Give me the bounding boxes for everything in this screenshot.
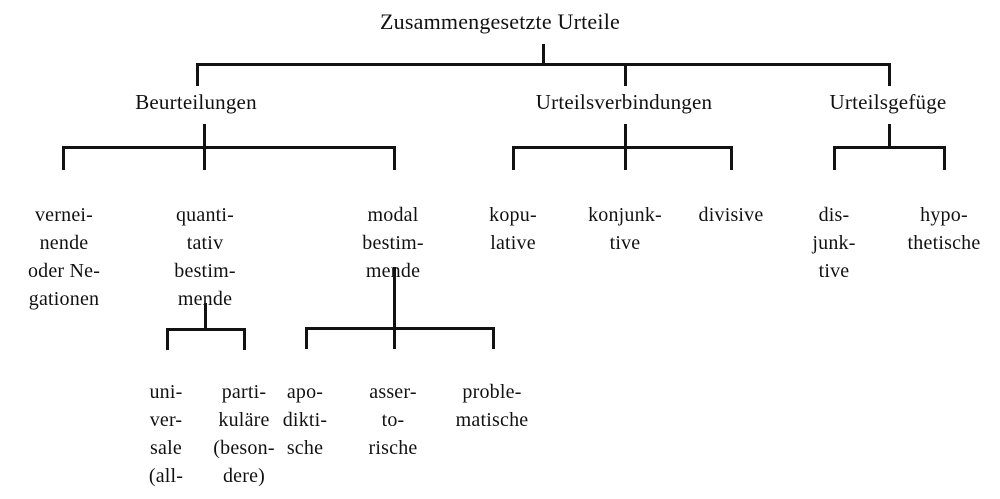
node-problematische-label: proble- matische (455, 381, 529, 431)
node-root: Zusammengesetzte Urteile (0, 8, 1000, 36)
node-partikulaere-label: parti- kuläre (beson- dere) (213, 381, 275, 487)
node-partikulaere: parti- kuläre (beson- dere) (194, 350, 294, 490)
edge-drop-apodiktische (305, 327, 308, 349)
node-root-label: Zusammengesetzte Urteile (380, 9, 620, 34)
node-quantitativ: quanti- tativ bestim- mende (143, 173, 267, 313)
edge-bus-urteilsgefuege (833, 146, 946, 149)
edge-drop-partikulaere (243, 328, 246, 350)
node-hypothetische: hypo- thetische (888, 173, 1000, 257)
edge-drop-kopulative (512, 146, 515, 170)
node-universale-label: uni- ver- sale (all- ge- meine) (148, 381, 184, 499)
edge-drop-hypothetische (943, 146, 946, 170)
edge-stem-quantitativ (204, 303, 207, 330)
edge-stem-beurteilungen (203, 124, 206, 148)
node-apodiktische: apo- dikti- sche (255, 350, 355, 462)
node-disjunktive-label: dis- junk- tive (812, 204, 856, 282)
edge-bus-modal (305, 327, 495, 330)
edge-drop-beurteilungen (196, 63, 199, 86)
node-verneinende-label: vernei- nende oder Ne- gationen (27, 204, 101, 310)
edge-drop-modal (393, 146, 396, 170)
node-kopulative: kopu- lative (454, 173, 572, 257)
node-problematische: proble- matische (432, 350, 552, 434)
node-divisive-label: divisive (698, 204, 764, 226)
edge-drop-problematische (492, 327, 495, 349)
edge-stem-urteilsgefuege (888, 124, 891, 148)
edge-drop-quantitativ (203, 146, 206, 170)
edge-drop-konjunktive (624, 146, 627, 170)
edge-bus-quantitativ (166, 328, 246, 331)
edge-root-stem (542, 44, 545, 64)
node-urteilsgefuege: Urteilsgefüge (788, 88, 988, 116)
node-assertorische-label: asser- to- rische (368, 381, 418, 459)
node-modal: modal bestim- mende (331, 173, 455, 285)
node-konjunktive: konjunk- tive (566, 173, 684, 257)
node-urteilsgefuege-label: Urteilsgefüge (829, 90, 947, 114)
node-apodiktische-label: apo- dikti- sche (282, 381, 328, 459)
edge-stem-modal (393, 267, 396, 329)
edge-stem-urteilsverbindungen (624, 124, 627, 148)
node-urteilsverbindungen-label: Urteilsverbindungen (535, 90, 713, 114)
node-kopulative-label: kopu- lative (489, 204, 537, 254)
node-modal-label: modal bestim- mende (362, 204, 424, 282)
node-divisive: divisive (672, 173, 790, 229)
edge-drop-verneinende (62, 146, 65, 170)
node-universale: uni- ver- sale (all- ge- meine) (116, 350, 216, 499)
node-disjunktive: dis- junk- tive (778, 173, 890, 285)
node-beurteilungen: Beurteilungen (96, 88, 296, 116)
edge-bus-beurteilungen (62, 146, 396, 149)
edge-drop-urteilsgefuege (888, 63, 891, 86)
edge-drop-urteilsverbindungen (624, 63, 627, 86)
edge-drop-disjunktive (833, 146, 836, 170)
node-assertorische: asser- to- rische (343, 350, 443, 462)
node-hypothetische-label: hypo- thetische (907, 204, 981, 254)
node-beurteilungen-label: Beurteilungen (135, 90, 257, 114)
edge-bus-urteilsverbindungen (512, 146, 733, 149)
node-konjunktive-label: konjunk- tive (588, 204, 662, 254)
edge-bus-level2 (196, 63, 891, 66)
node-quantitativ-label: quanti- tativ bestim- mende (174, 204, 236, 310)
node-urteilsverbindungen: Urteilsverbindungen (494, 88, 754, 116)
node-verneinende: vernei- nende oder Ne- gationen (2, 173, 126, 313)
edge-drop-assertorische (393, 327, 396, 349)
edge-drop-universale (166, 328, 169, 350)
edge-drop-divisive (730, 146, 733, 170)
